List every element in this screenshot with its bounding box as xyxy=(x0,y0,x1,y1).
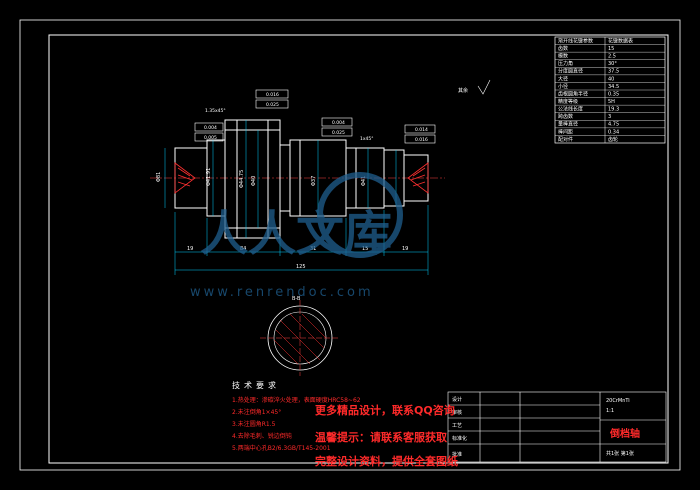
tol-e: 0.004 xyxy=(332,120,345,126)
dim-d-mid2: Φ40 xyxy=(251,176,257,186)
length-dims xyxy=(174,205,429,275)
requirement-2: 2.未注倒角1×45° xyxy=(232,408,281,416)
param-name: 精度等级 xyxy=(558,98,578,105)
param-value: 花键数据表 xyxy=(608,37,633,44)
param-name: 棒间距 xyxy=(558,128,573,135)
tb-sheet: 共1张 第1张 xyxy=(606,450,634,457)
tech-title: 技术要求 xyxy=(232,380,280,390)
param-name: 模数 xyxy=(558,53,568,60)
requirement-4: 4.去除毛刺、锐边倒钝 xyxy=(232,432,292,440)
tolerance-values: 0.016 0.025 0.004 0.005 0.004 0.025 0.01… xyxy=(204,92,428,143)
dim-l3: 31 xyxy=(310,246,316,252)
dim-d-right: Φ41 xyxy=(361,176,367,186)
watermark-line1: 更多精品设计，联系QQ咨询 xyxy=(315,403,455,417)
param-name: 公法线长度 xyxy=(558,106,583,113)
title-block xyxy=(447,391,667,463)
tb-standard: 标准化 xyxy=(452,435,467,442)
param-value: 19.3 xyxy=(608,107,619,113)
tb-review: 审核 xyxy=(452,409,462,416)
param-name: 齿数 xyxy=(558,45,568,52)
diameter-dims xyxy=(164,120,397,238)
chamfer-note-2: 1x45° xyxy=(360,136,374,142)
requirements-list: 1.热处理：渗碳淬火处理，表面硬度HRC58~62 2.未注倒角1×45° 3.… xyxy=(232,396,361,452)
param-name: 压力角 xyxy=(558,60,573,67)
param-value: 0.35 xyxy=(608,91,619,97)
watermark-line2: 温馨提示：请联系客服获取 xyxy=(315,430,447,444)
param-value: 3 xyxy=(608,114,611,120)
dim-l2: 84 xyxy=(240,246,246,252)
tolerance-frames xyxy=(194,89,436,144)
tb-process: 工艺 xyxy=(452,423,462,429)
watermark-line3: 完整设计资料，提供全套图纸 xyxy=(315,454,458,468)
tol-h: 0.016 xyxy=(415,137,428,143)
roughness-other: 其余 xyxy=(458,87,468,94)
dim-l5: 19 xyxy=(402,246,408,252)
param-value: 4.75 xyxy=(608,122,619,128)
centre-hole-right xyxy=(407,162,429,194)
param-name: 分度圆直径 xyxy=(558,68,583,75)
requirement-1: 1.热处理：渗碳淬火处理，表面硬度HRC58~62 xyxy=(232,396,361,404)
tol-f: 0.025 xyxy=(332,130,345,136)
section-label: B-B xyxy=(292,296,301,302)
watermark-site: www.renrendoc.com xyxy=(190,285,374,300)
param-name: 大径 xyxy=(558,75,568,82)
outer-border xyxy=(19,19,681,471)
title-block-rows: 设计 审核 工艺 标准化 批准 20CrMnTi 1:1 共1张 第1张 xyxy=(452,396,634,458)
tb-material: 20CrMnTi xyxy=(606,398,630,404)
tol-a: 0.016 xyxy=(266,92,279,98)
dim-l4: 15 xyxy=(362,246,368,252)
param-value: 40 xyxy=(608,76,614,82)
requirement-5: 5.两端中心孔B2/6.3GB/T145-2001 xyxy=(232,444,331,452)
watermark: 人人文库 www.renrendoc.com xyxy=(190,172,403,300)
tb-scale: 1:1 xyxy=(606,408,614,414)
param-name: 齿根圆角半径 xyxy=(558,90,588,97)
param-name: 配对件 xyxy=(558,136,573,143)
param-value: 34.5 xyxy=(608,84,619,90)
dim-d-left: Φ81 xyxy=(156,172,162,182)
tol-c: 0.004 xyxy=(204,125,217,131)
param-name: 小径 xyxy=(558,83,568,90)
requirement-3: 3.未注圆角R1.5 xyxy=(232,420,276,428)
param-value: 15 xyxy=(608,46,614,52)
diameter-labels: Φ81 Φ41.91 Φ44.75 Φ40 Φ37 Φ41 xyxy=(156,168,367,188)
chamfer-note: 1.35x45° xyxy=(205,108,226,114)
dim-d-mid1: Φ41.91 xyxy=(206,168,212,186)
dim-d-spline: Φ37 xyxy=(311,176,317,186)
param-name: 渐开线花键参数 xyxy=(558,37,593,44)
tol-d: 0.005 xyxy=(204,135,217,141)
param-value: 5H xyxy=(608,99,615,105)
param-name: 量棒直径 xyxy=(558,121,578,128)
section-view xyxy=(260,300,340,376)
param-value: 30° xyxy=(608,61,617,67)
dim-total: 125 xyxy=(296,264,306,270)
param-value: 37.5 xyxy=(608,69,619,75)
inner-border xyxy=(48,34,669,464)
part-name: 倒档轴 xyxy=(609,427,640,440)
dim-d-hub: Φ44.75 xyxy=(239,170,245,188)
roughness-symbol xyxy=(477,79,491,95)
length-labels: 19 84 31 15 19 125 xyxy=(187,246,408,270)
tol-b: 0.025 xyxy=(266,102,279,108)
watermark-red: 更多精品设计，联系QQ咨询 温馨提示：请联系客服获取 完整设计资料，提供全套图纸 xyxy=(315,403,458,468)
dim-l1: 19 xyxy=(187,246,193,252)
centre-hole-left xyxy=(174,162,196,194)
tb-approve: 批准 xyxy=(452,451,462,458)
tol-g: 0.014 xyxy=(415,127,428,133)
param-name: 跨齿数 xyxy=(558,113,573,120)
watermark-logo: 人人文库 xyxy=(200,206,392,262)
tb-design: 设计 xyxy=(452,396,462,403)
param-value: 2.5 xyxy=(608,54,616,60)
param-value: 0.34 xyxy=(608,129,619,135)
param-value: 齿轮 xyxy=(608,136,618,143)
